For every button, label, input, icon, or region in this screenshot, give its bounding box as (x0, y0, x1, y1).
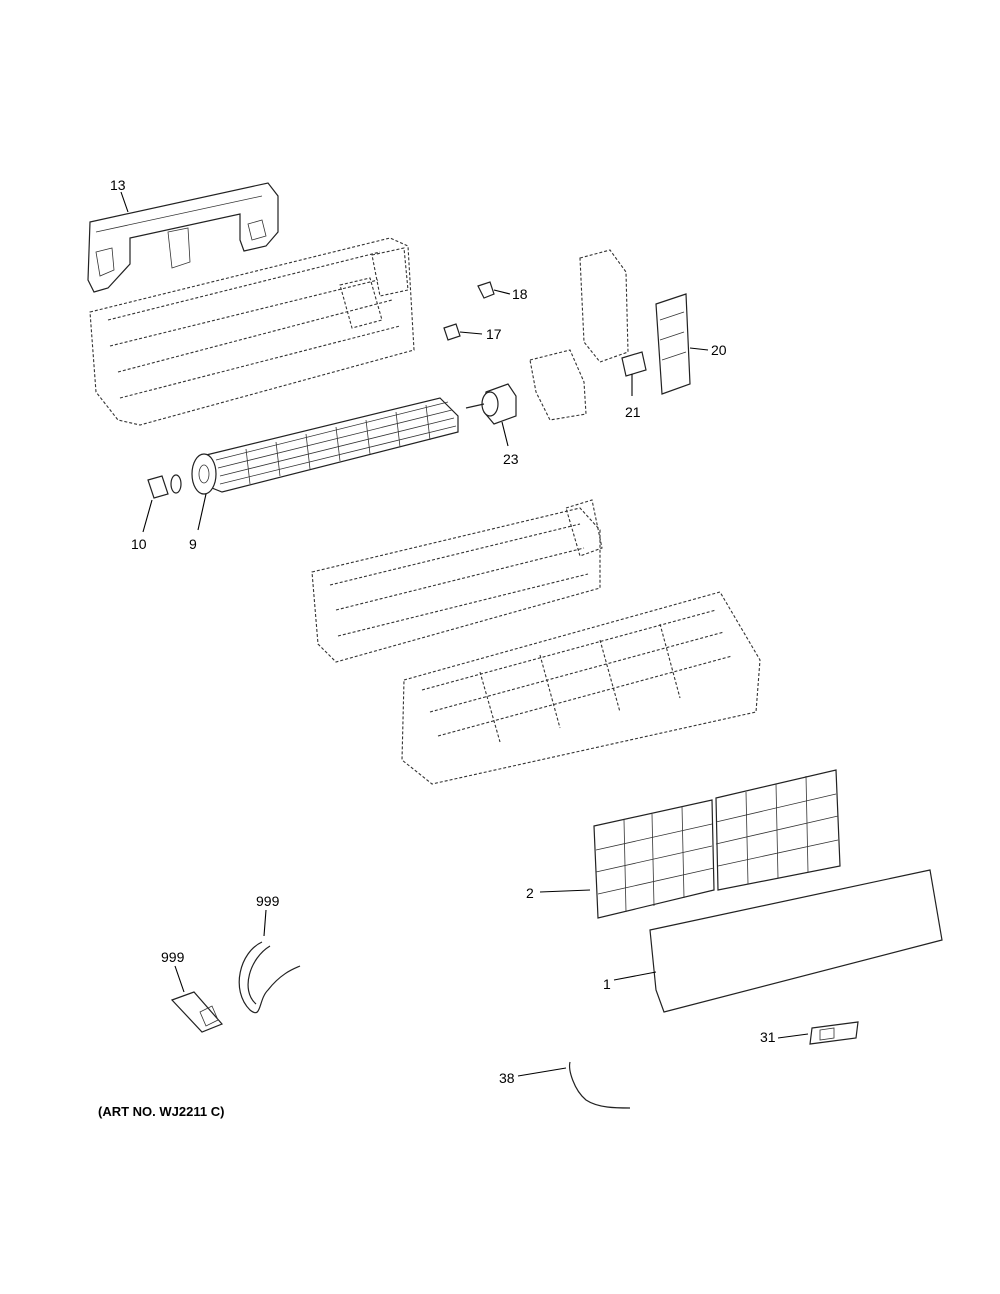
callout-labels: 13 18 17 20 21 23 10 9 2 1 999 999 31 38 (110, 177, 776, 1086)
part-drain-hose[interactable] (238, 941, 301, 1014)
callout-23: 23 (503, 451, 519, 467)
callout-999-remote: 999 (161, 949, 185, 965)
callout-10: 10 (131, 536, 147, 552)
part-indoor-unit-body[interactable] (401, 591, 761, 785)
art-number: (ART NO. WJ2211 C) (98, 1104, 225, 1119)
part-display-board[interactable] (809, 1021, 859, 1045)
part-chassis[interactable] (89, 237, 415, 426)
part-motor-bracket[interactable] (529, 349, 587, 421)
part-17[interactable] (443, 323, 461, 341)
leader-lines (120, 191, 809, 1077)
callout-20: 20 (711, 342, 727, 358)
callout-18: 18 (512, 286, 528, 302)
part-blower-wheel[interactable] (191, 397, 459, 495)
part-remote-control[interactable] (170, 991, 224, 1033)
part-evaporator[interactable] (311, 499, 603, 663)
part-wire-harness[interactable] (569, 1061, 631, 1109)
part-electrical-box[interactable] (579, 249, 629, 363)
part-terminal-block[interactable] (621, 351, 647, 377)
part-mounting-plate[interactable] (87, 182, 279, 293)
part-bearing[interactable] (147, 474, 182, 499)
callout-21: 21 (625, 404, 641, 420)
callout-999-hose: 999 (256, 893, 280, 909)
callout-2: 2 (526, 885, 534, 901)
part-fan-motor[interactable] (465, 383, 517, 425)
part-front-panel[interactable] (649, 869, 943, 1013)
part-18[interactable] (477, 281, 495, 299)
callout-31: 31 (760, 1029, 776, 1045)
callout-9: 9 (189, 536, 197, 552)
part-control-board[interactable] (655, 293, 691, 395)
callout-1: 1 (603, 976, 611, 992)
callout-38: 38 (499, 1070, 515, 1086)
callout-13: 13 (110, 177, 126, 193)
part-air-filters[interactable] (593, 769, 841, 919)
callout-17: 17 (486, 326, 502, 342)
